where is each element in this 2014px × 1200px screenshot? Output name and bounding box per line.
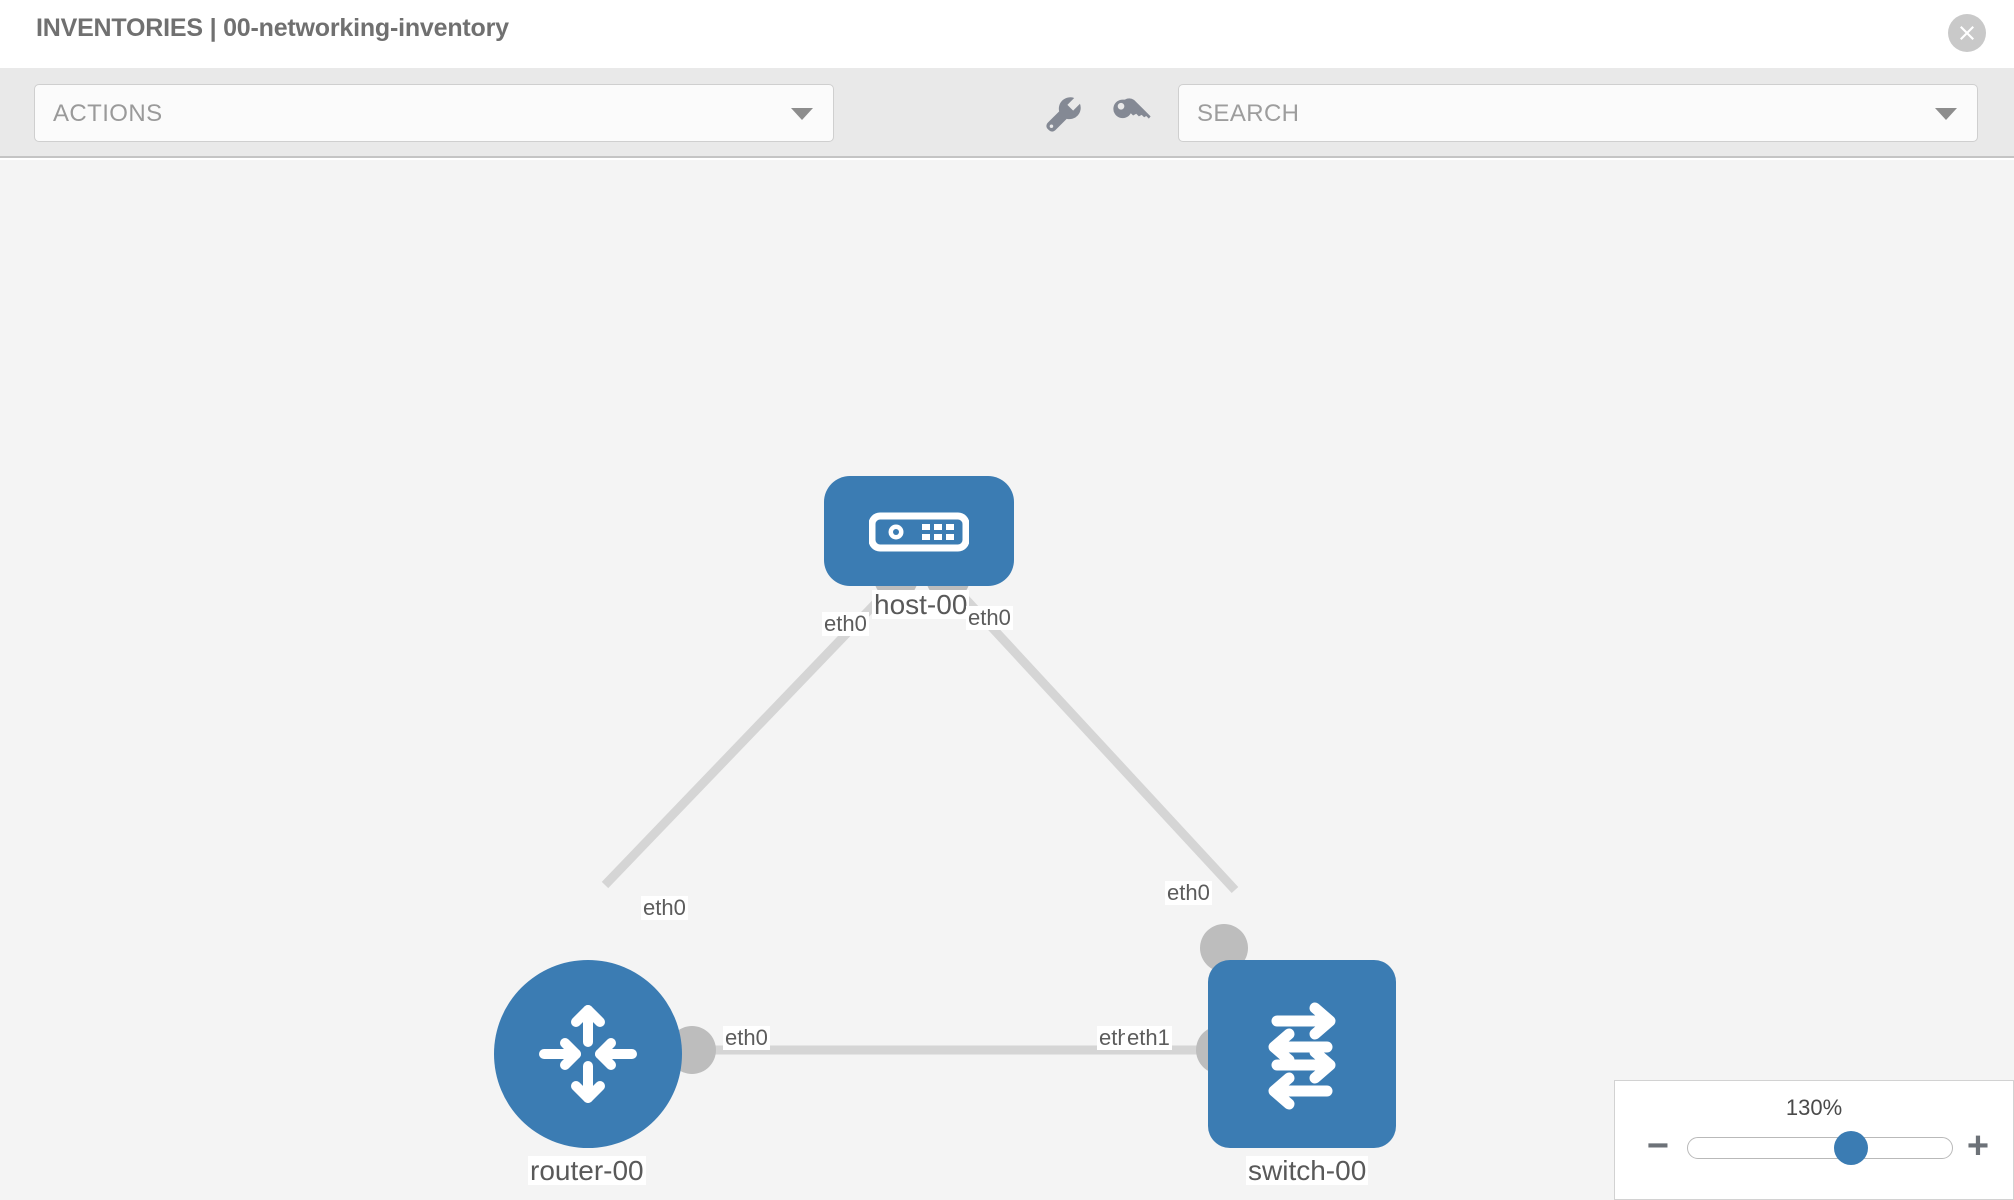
actions-dropdown[interactable]: ACTIONS: [34, 84, 834, 142]
wrench-icon: [1046, 97, 1081, 132]
edge-label-router-top: eth0: [641, 895, 688, 921]
topology-edges: [601, 576, 1239, 1055]
node-switch-00-shape[interactable]: [1208, 960, 1396, 1148]
edge-label-switch-left-front: eth1: [1125, 1025, 1172, 1051]
edge-label-switch-top: eth0: [1165, 880, 1212, 906]
edge-label-router-right: eth0: [723, 1025, 770, 1051]
chevron-down-icon: [1935, 108, 1957, 120]
search-input[interactable]: SEARCH: [1178, 84, 1978, 142]
node-router-00-label: router-00: [528, 1155, 646, 1186]
page-header: INVENTORIES | 00-networking-inventory: [0, 0, 2014, 68]
key-icon: [1113, 98, 1151, 119]
actions-dropdown-label: ACTIONS: [53, 100, 163, 127]
node-host-00-shape[interactable]: [824, 476, 1014, 586]
chevron-down-icon: [791, 108, 813, 120]
zoom-in-button[interactable]: +: [1966, 1125, 1990, 1167]
server-icon: [869, 512, 969, 552]
topology-graph: host-00: [0, 160, 2014, 1200]
node-router-00-shape[interactable]: [494, 960, 682, 1148]
node-switch-00-label: switch-00: [1246, 1155, 1369, 1186]
zoom-out-button[interactable]: −: [1646, 1125, 1670, 1167]
wrench-button[interactable]: [1042, 94, 1084, 136]
switch-icon: [1268, 1002, 1336, 1110]
search-input-value: SEARCH: [1197, 100, 1300, 127]
edge-host-switch: [944, 576, 1239, 894]
zoom-slider-thumb[interactable]: [1834, 1131, 1869, 1165]
zoom-control: 130% − +: [1614, 1080, 2014, 1200]
key-button[interactable]: [1110, 94, 1152, 136]
page-title: INVENTORIES | 00-networking-inventory: [36, 14, 509, 42]
close-button[interactable]: [1948, 14, 1986, 52]
node-host-00-label: host-00: [872, 589, 970, 620]
router-icon: [539, 1005, 637, 1103]
edge-label-host-left: eth0: [822, 611, 869, 637]
zoom-percent-label: 130%: [1785, 1095, 1843, 1120]
zoom-slider[interactable]: [1687, 1131, 1953, 1165]
edge-label-host-right: eth0: [966, 605, 1013, 631]
topology-canvas[interactable]: host-00: [0, 160, 2014, 1200]
close-icon: [1960, 26, 1974, 40]
